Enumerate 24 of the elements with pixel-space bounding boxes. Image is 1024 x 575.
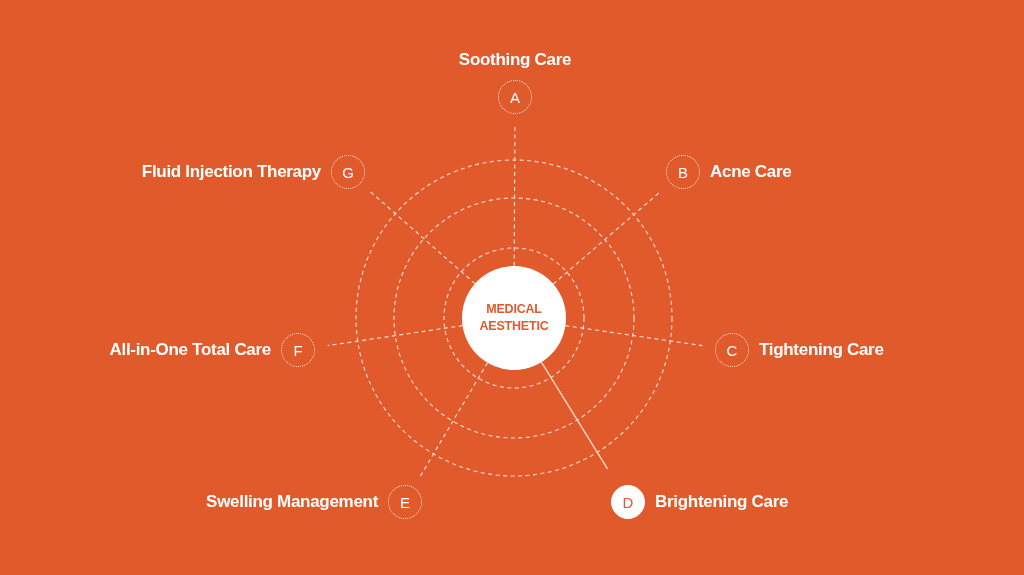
dashed-connector [327,325,464,347]
dashed-connector [419,362,489,477]
letter-label: A [510,89,520,105]
category-label: Fluid Injection Therapy [141,162,321,182]
letter-label: D [622,494,634,510]
dashed-connector [369,190,476,285]
letter-label: C [726,342,738,358]
category-label: All-in-One Total Care [109,340,271,360]
center-circle [462,266,566,370]
category-label: Tightening Care [759,340,884,360]
center-title: MEDICAL AESTHETIC [478,300,550,335]
filled-letter-circle [611,485,645,519]
dashed-connector [513,126,516,267]
connector-line [540,361,609,470]
dashed-connector [564,325,703,347]
category-label: Soothing Care [458,50,572,70]
category-label: Acne Care [710,162,792,182]
category-label: Brightening Care [655,492,789,512]
dashed-connector [552,190,662,285]
category-label: Swelling Management [206,492,378,512]
letter-label: F [293,342,303,358]
letter-label: B [678,164,688,180]
letter-label: E [400,494,410,510]
letter-label: G [342,164,354,180]
